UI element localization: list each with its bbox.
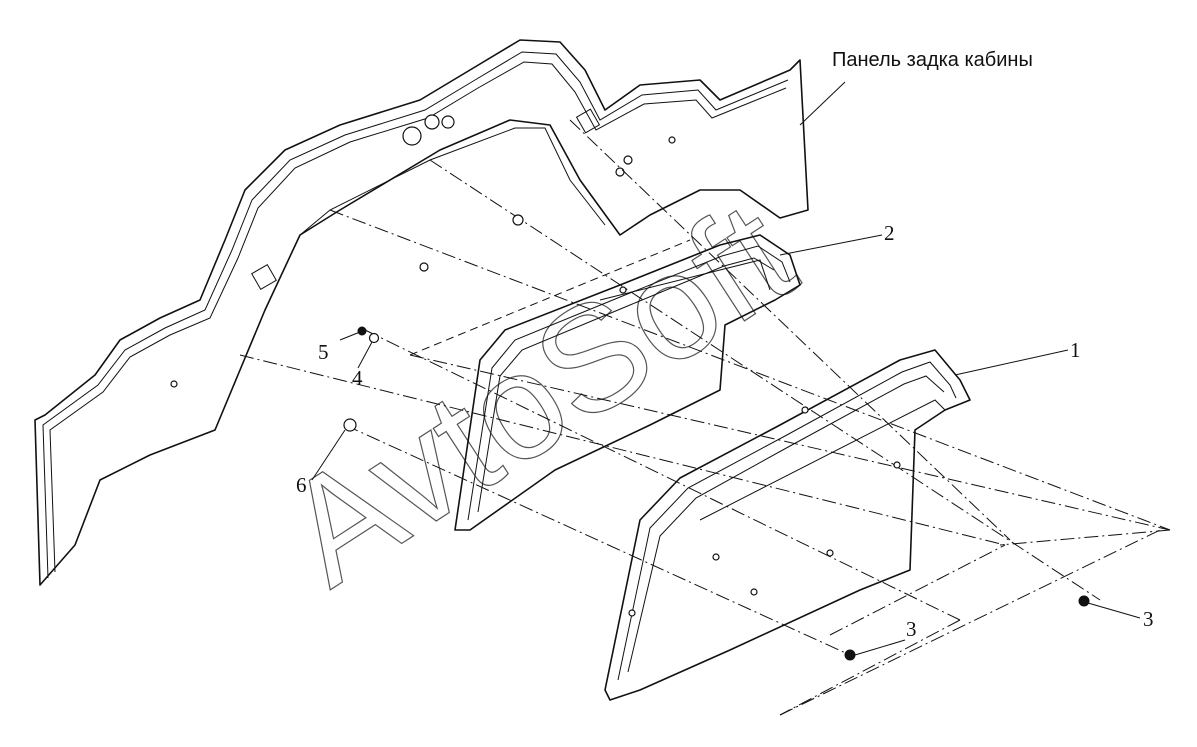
callout-5: 5 (318, 340, 329, 364)
panel-title-label: Панель задка кабины (832, 49, 1033, 71)
leader-lines (311, 81, 1141, 656)
watermark-text: AvtoSoft (256, 169, 821, 617)
callout-4: 4 (352, 366, 363, 390)
callout-2: 2 (884, 221, 895, 245)
callout-6: 6 (296, 473, 307, 497)
washer-6 (343, 418, 357, 432)
part-2-trim-panel (454, 234, 801, 531)
callout-1: 1 (1070, 338, 1081, 362)
watermark: AvtoSoft (255, 168, 821, 617)
nut-3-right (1078, 595, 1090, 607)
washer-4 (368, 332, 380, 344)
callout-3-right: 3 (1143, 607, 1154, 631)
part-1-trim-panel (604, 349, 971, 701)
fasteners (343, 214, 1090, 661)
nut-5 (357, 326, 367, 336)
assembly-axes (239, 119, 1171, 716)
nut-3-lower (844, 649, 856, 661)
rear-cabin-panel (34, 39, 809, 586)
callout-3-lower: 3 (906, 617, 917, 641)
